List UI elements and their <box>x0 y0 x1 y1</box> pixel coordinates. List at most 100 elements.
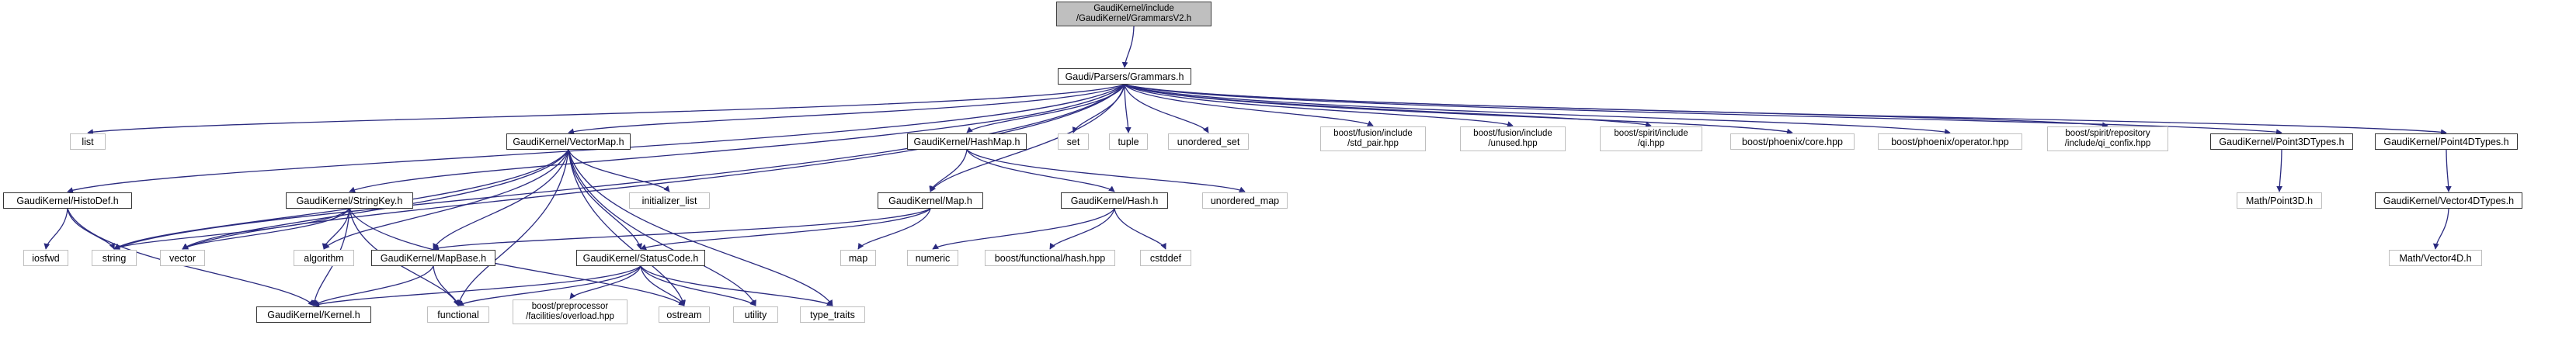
graph-node-algorithm[interactable]: algorithm <box>294 250 354 266</box>
graph-node-initializer[interactable]: initializer_list <box>629 192 710 209</box>
graph-node-numeric[interactable]: numeric <box>907 250 958 266</box>
graph-node-label: iosfwd <box>32 252 60 264</box>
graph-edge-grammars-to-vector <box>182 84 1125 250</box>
graph-node-unordered_set[interactable]: unordered_set <box>1168 133 1249 150</box>
graph-node-mathpoint3d[interactable]: Math/Point3D.h <box>2237 192 2322 209</box>
graph-edge-hash_h-to-cstddef <box>1114 208 1166 250</box>
graph-node-label: GaudiKernel/Map.h <box>888 195 972 206</box>
graph-edge-grammars-to-phoenix_op <box>1124 84 1951 135</box>
graph-edge-grammars-to-fusion_pair <box>1124 84 1374 126</box>
graph-edge-mapbase-to-kernel_h <box>313 265 434 306</box>
graph-edge-histodef-to-string <box>67 208 115 250</box>
graph-node-kernel_h[interactable]: GaudiKernel/Kernel.h <box>256 306 371 323</box>
graph-node-label: GaudiKernel/VectorMap.h <box>513 136 624 147</box>
graph-node-bpp_overload[interactable]: boost/preprocessor /facilities/overload.… <box>513 299 627 324</box>
graph-edge-map_h-to-mapbase <box>433 208 931 251</box>
graph-node-string[interactable]: string <box>92 250 137 266</box>
graph-node-label: initializer_list <box>641 195 697 206</box>
graph-node-label: functional <box>437 309 479 320</box>
graph-node-type_traits[interactable]: type_traits <box>800 306 865 323</box>
graph-edge-grammars-to-phoenix_core <box>1124 84 1793 135</box>
graph-edge-vectormap-to-type_traits <box>568 149 833 306</box>
graph-edge-grammars-to-spirit_qi <box>1124 84 1652 128</box>
graph-node-list[interactable]: list <box>70 133 106 150</box>
graph-edge-grammars-to-tuple <box>1124 84 1132 133</box>
graph-edge-vector4dtypes-to-mathvector4d <box>2432 208 2449 250</box>
graph-node-label: GaudiKernel/Hash.h <box>1070 195 1159 206</box>
graph-node-label: unordered_set <box>1177 136 1240 147</box>
graph-edge-root-to-grammars <box>1121 26 1135 68</box>
graph-node-stringkey[interactable]: GaudiKernel/StringKey.h <box>286 192 413 209</box>
graph-node-root[interactable]: GaudiKernel/include /GaudiKernel/Grammar… <box>1056 2 1212 26</box>
graph-node-label: unordered_map <box>1210 195 1280 206</box>
graph-node-mapbase[interactable]: GaudiKernel/MapBase.h <box>371 250 495 266</box>
graph-node-point3dtypes[interactable]: GaudiKernel/Point3DTypes.h <box>2210 133 2353 150</box>
graph-node-fusion_pair[interactable]: boost/fusion/include /std_pair.hpp <box>1320 126 1426 151</box>
graph-node-vectormap[interactable]: GaudiKernel/VectorMap.h <box>506 133 631 150</box>
graph-node-label: GaudiKernel/MapBase.h <box>380 252 487 264</box>
graph-edge-histodef-to-iosfwd <box>43 208 68 250</box>
graph-node-spirit_qi[interactable]: boost/spirit/include /qi.hpp <box>1600 126 1702 151</box>
graph-edge-hashmap-to-hash_h <box>966 149 1115 192</box>
graph-node-boost_hash[interactable]: boost/functional/hash.hpp <box>985 250 1115 266</box>
graph-node-map_h[interactable]: GaudiKernel/Map.h <box>878 192 983 209</box>
graph-node-label: vector <box>169 252 196 264</box>
graph-node-label: GaudiKernel/HistoDef.h <box>16 195 119 206</box>
graph-node-label: Math/Point3D.h <box>2245 195 2314 206</box>
graph-node-map[interactable]: map <box>840 250 876 266</box>
graph-edge-grammars-to-set <box>1072 84 1125 133</box>
graph-edge-statuscode-to-bpp_overload <box>569 265 641 299</box>
graph-node-vector4dtypes[interactable]: GaudiKernel/Vector4DTypes.h <box>2375 192 2522 209</box>
graph-node-hashmap[interactable]: GaudiKernel/HashMap.h <box>907 133 1027 150</box>
graph-node-utility[interactable]: utility <box>733 306 778 323</box>
graph-node-label: GaudiKernel/include /GaudiKernel/Grammar… <box>1076 4 1192 23</box>
graph-edge-map_h-to-statuscode <box>640 208 931 251</box>
graph-edge-grammars-to-list <box>87 84 1125 135</box>
graph-edge-grammars-to-string <box>113 84 1125 250</box>
graph-node-set[interactable]: set <box>1058 133 1089 150</box>
graph-edge-hashmap-to-unordered_map <box>966 149 1246 192</box>
graph-edge-grammars-to-unordered_set <box>1124 84 1209 133</box>
graph-node-label: boost/functional/hash.hpp <box>994 252 1106 264</box>
graph-node-functional[interactable]: functional <box>427 306 489 323</box>
graph-edge-vectormap-to-utility <box>568 149 756 306</box>
graph-node-histodef[interactable]: GaudiKernel/HistoDef.h <box>3 192 132 209</box>
graph-node-label: GaudiKernel/Kernel.h <box>267 309 360 320</box>
graph-edge-stringkey-to-vector <box>182 208 350 250</box>
graph-node-phoenix_op[interactable]: boost/phoenix/operator.hpp <box>1878 133 2022 150</box>
graph-node-label: algorithm <box>304 252 344 264</box>
graph-node-fusion_unused[interactable]: boost/fusion/include /unused.hpp <box>1460 126 1566 151</box>
graph-node-label: boost/spirit/include /qi.hpp <box>1614 129 1688 148</box>
graph-node-phoenix_core[interactable]: boost/phoenix/core.hpp <box>1730 133 1855 150</box>
graph-node-label: numeric <box>915 252 951 264</box>
graph-node-tuple[interactable]: tuple <box>1109 133 1148 150</box>
graph-node-label: GaudiKernel/Vector4DTypes.h <box>2383 195 2515 206</box>
graph-node-hash_h[interactable]: GaudiKernel/Hash.h <box>1061 192 1168 209</box>
graph-edge-statuscode-to-type_traits <box>640 265 833 306</box>
graph-edge-grammars-to-vectormap <box>568 84 1125 135</box>
graph-node-mathvector4d[interactable]: Math/Vector4D.h <box>2389 250 2482 266</box>
graph-edge-point4dtypes-to-vector4dtypes <box>2445 149 2452 192</box>
graph-node-label: utility <box>744 309 767 320</box>
graph-node-ostream[interactable]: ostream <box>659 306 710 323</box>
graph-node-label: GaudiKernel/HashMap.h <box>913 136 1020 147</box>
graph-node-label: GaudiKernel/Point3DTypes.h <box>2219 136 2345 147</box>
graph-node-unordered_map[interactable]: unordered_map <box>1202 192 1288 209</box>
graph-node-qi_confix[interactable]: boost/spirit/repository /include/qi_conf… <box>2047 126 2168 151</box>
graph-node-label: set <box>1066 136 1080 147</box>
graph-node-label: GaudiKernel/Point4DTypes.h <box>2383 136 2509 147</box>
graph-node-label: boost/spirit/repository /include/qi_conf… <box>2064 129 2151 148</box>
graph-node-label: list <box>82 136 94 147</box>
graph-node-label: boost/fusion/include /std_pair.hpp <box>1333 129 1413 148</box>
graph-edge-statuscode-to-ostream <box>640 265 686 306</box>
graph-edge-map_h-to-map <box>857 208 931 250</box>
graph-node-label: cstddef <box>1149 252 1182 264</box>
graph-node-cstddef[interactable]: cstddef <box>1140 250 1191 266</box>
graph-node-statuscode[interactable]: GaudiKernel/StatusCode.h <box>576 250 705 266</box>
graph-node-label: Gaudi/Parsers/Grammars.h <box>1065 71 1184 82</box>
graph-node-iosfwd[interactable]: iosfwd <box>23 250 68 266</box>
graph-edge-statuscode-to-utility <box>640 265 756 306</box>
graph-node-vector[interactable]: vector <box>160 250 205 266</box>
graph-node-grammars[interactable]: Gaudi/Parsers/Grammars.h <box>1058 68 1191 85</box>
graph-node-point4dtypes[interactable]: GaudiKernel/Point4DTypes.h <box>2375 133 2518 150</box>
